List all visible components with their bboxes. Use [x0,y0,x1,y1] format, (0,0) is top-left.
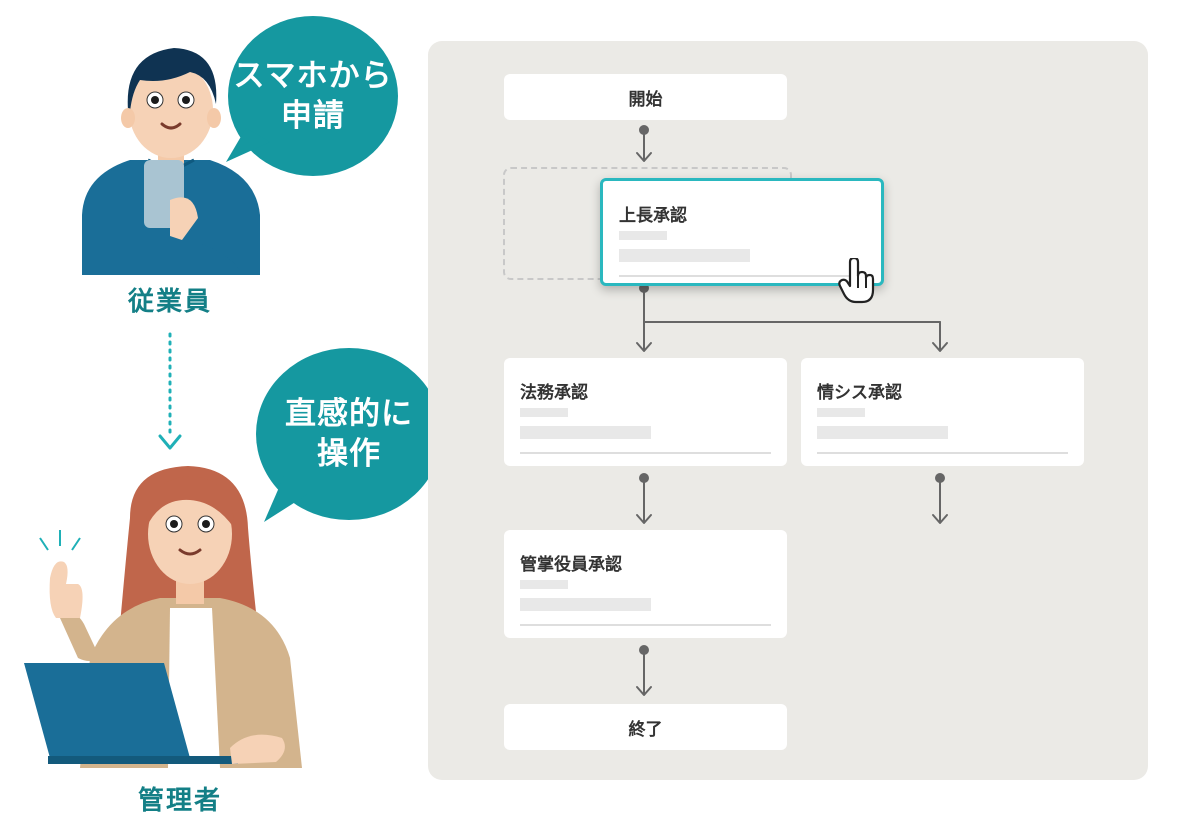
flow-node-end[interactable]: 終了 [504,704,787,750]
placeholder-line-short [619,231,667,240]
placeholder-line-long [619,249,750,262]
flow-node-end-label: 終了 [628,719,663,740]
flow-node-supervisor-title: 上長承認 [619,206,687,226]
flow-node-executive-title: 管掌役員承認 [520,555,622,575]
placeholder-divider [520,452,771,454]
employee-illustration [82,48,260,275]
flow-node-start-label: 開始 [628,89,663,110]
placeholder-divider [520,624,771,626]
flow-node-supervisor-approval[interactable]: 上長承認 [600,178,884,286]
placeholder-divider [619,275,865,277]
flow-node-legal-title: 法務承認 [520,383,588,403]
placeholder-line-long [817,426,948,439]
flow-node-legal-approval[interactable]: 法務承認 [504,358,787,466]
manager-illustration [24,466,302,768]
employee-bubble-text: スマホから 申請 [233,58,393,134]
role-connector-arrow [158,332,182,450]
flow-node-it-title: 情シス承認 [817,383,902,403]
placeholder-line-long [520,426,651,439]
placeholder-line-short [817,408,865,417]
manager-label: 管理者 [137,786,222,816]
employee-speech-bubble: スマホから 申請 [228,16,398,176]
placeholder-divider [817,452,1068,454]
flow-node-executive-approval[interactable]: 管掌役員承認 [504,530,787,638]
placeholder-line-short [520,580,568,589]
placeholder-line-long [520,598,651,611]
manager-bubble-text: 直感的に 操作 [285,396,413,472]
employee-label: 従業員 [127,287,212,317]
employee-bubble-tail [226,128,270,162]
flow-node-it-approval[interactable]: 情シス承認 [801,358,1084,466]
placeholder-line-short [520,408,568,417]
flow-node-start[interactable]: 開始 [504,74,787,120]
manager-bubble-tail [264,476,308,522]
hand-pointer-icon [838,258,875,304]
